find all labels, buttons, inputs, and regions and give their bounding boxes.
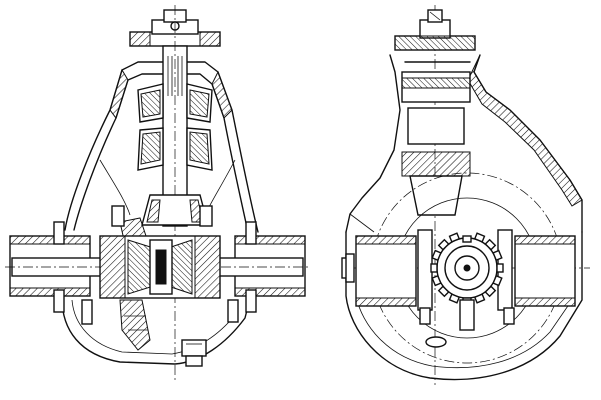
bearing-cap-bolts [419, 299, 515, 331]
lower-housing-bowl [345, 231, 583, 381]
carrier-side-frame [355, 229, 576, 311]
differential-side-gears [127, 239, 193, 295]
drain-plug-end [425, 336, 447, 348]
gear-tooth [431, 249, 442, 262]
differential-side-gear [430, 232, 504, 305]
gear-tooth [448, 293, 461, 304]
companion-flange-end [394, 9, 476, 51]
pinion-bearing-lower [137, 127, 213, 171]
gear-tooth [448, 232, 461, 243]
side-plug [341, 253, 355, 283]
drain-plug [181, 339, 207, 367]
longitudinal-section-view [5, 5, 310, 380]
pinion-bearing-upper [137, 83, 213, 123]
gear-tooth [496, 263, 504, 273]
differential-housing-end [345, 54, 583, 233]
gear-tooth [484, 238, 497, 251]
gear-tooth [492, 274, 503, 287]
gear-tooth [430, 263, 438, 273]
gear-tooth [437, 238, 450, 251]
pinion-bearing-stack [401, 71, 471, 216]
gear-tooth [492, 249, 503, 262]
gear-tooth [437, 285, 450, 298]
gear-tooth [473, 293, 486, 304]
pinion-shaft [162, 5, 188, 380]
transverse-section-view [341, 5, 590, 385]
gear-tooth [473, 232, 486, 243]
rear-cover [61, 297, 251, 365]
gear-tooth [431, 274, 442, 287]
axle-housing-tube [9, 235, 306, 297]
drive-pinion-gear [141, 194, 209, 226]
housing-bolts [53, 205, 257, 325]
gear-tooth [484, 285, 497, 298]
